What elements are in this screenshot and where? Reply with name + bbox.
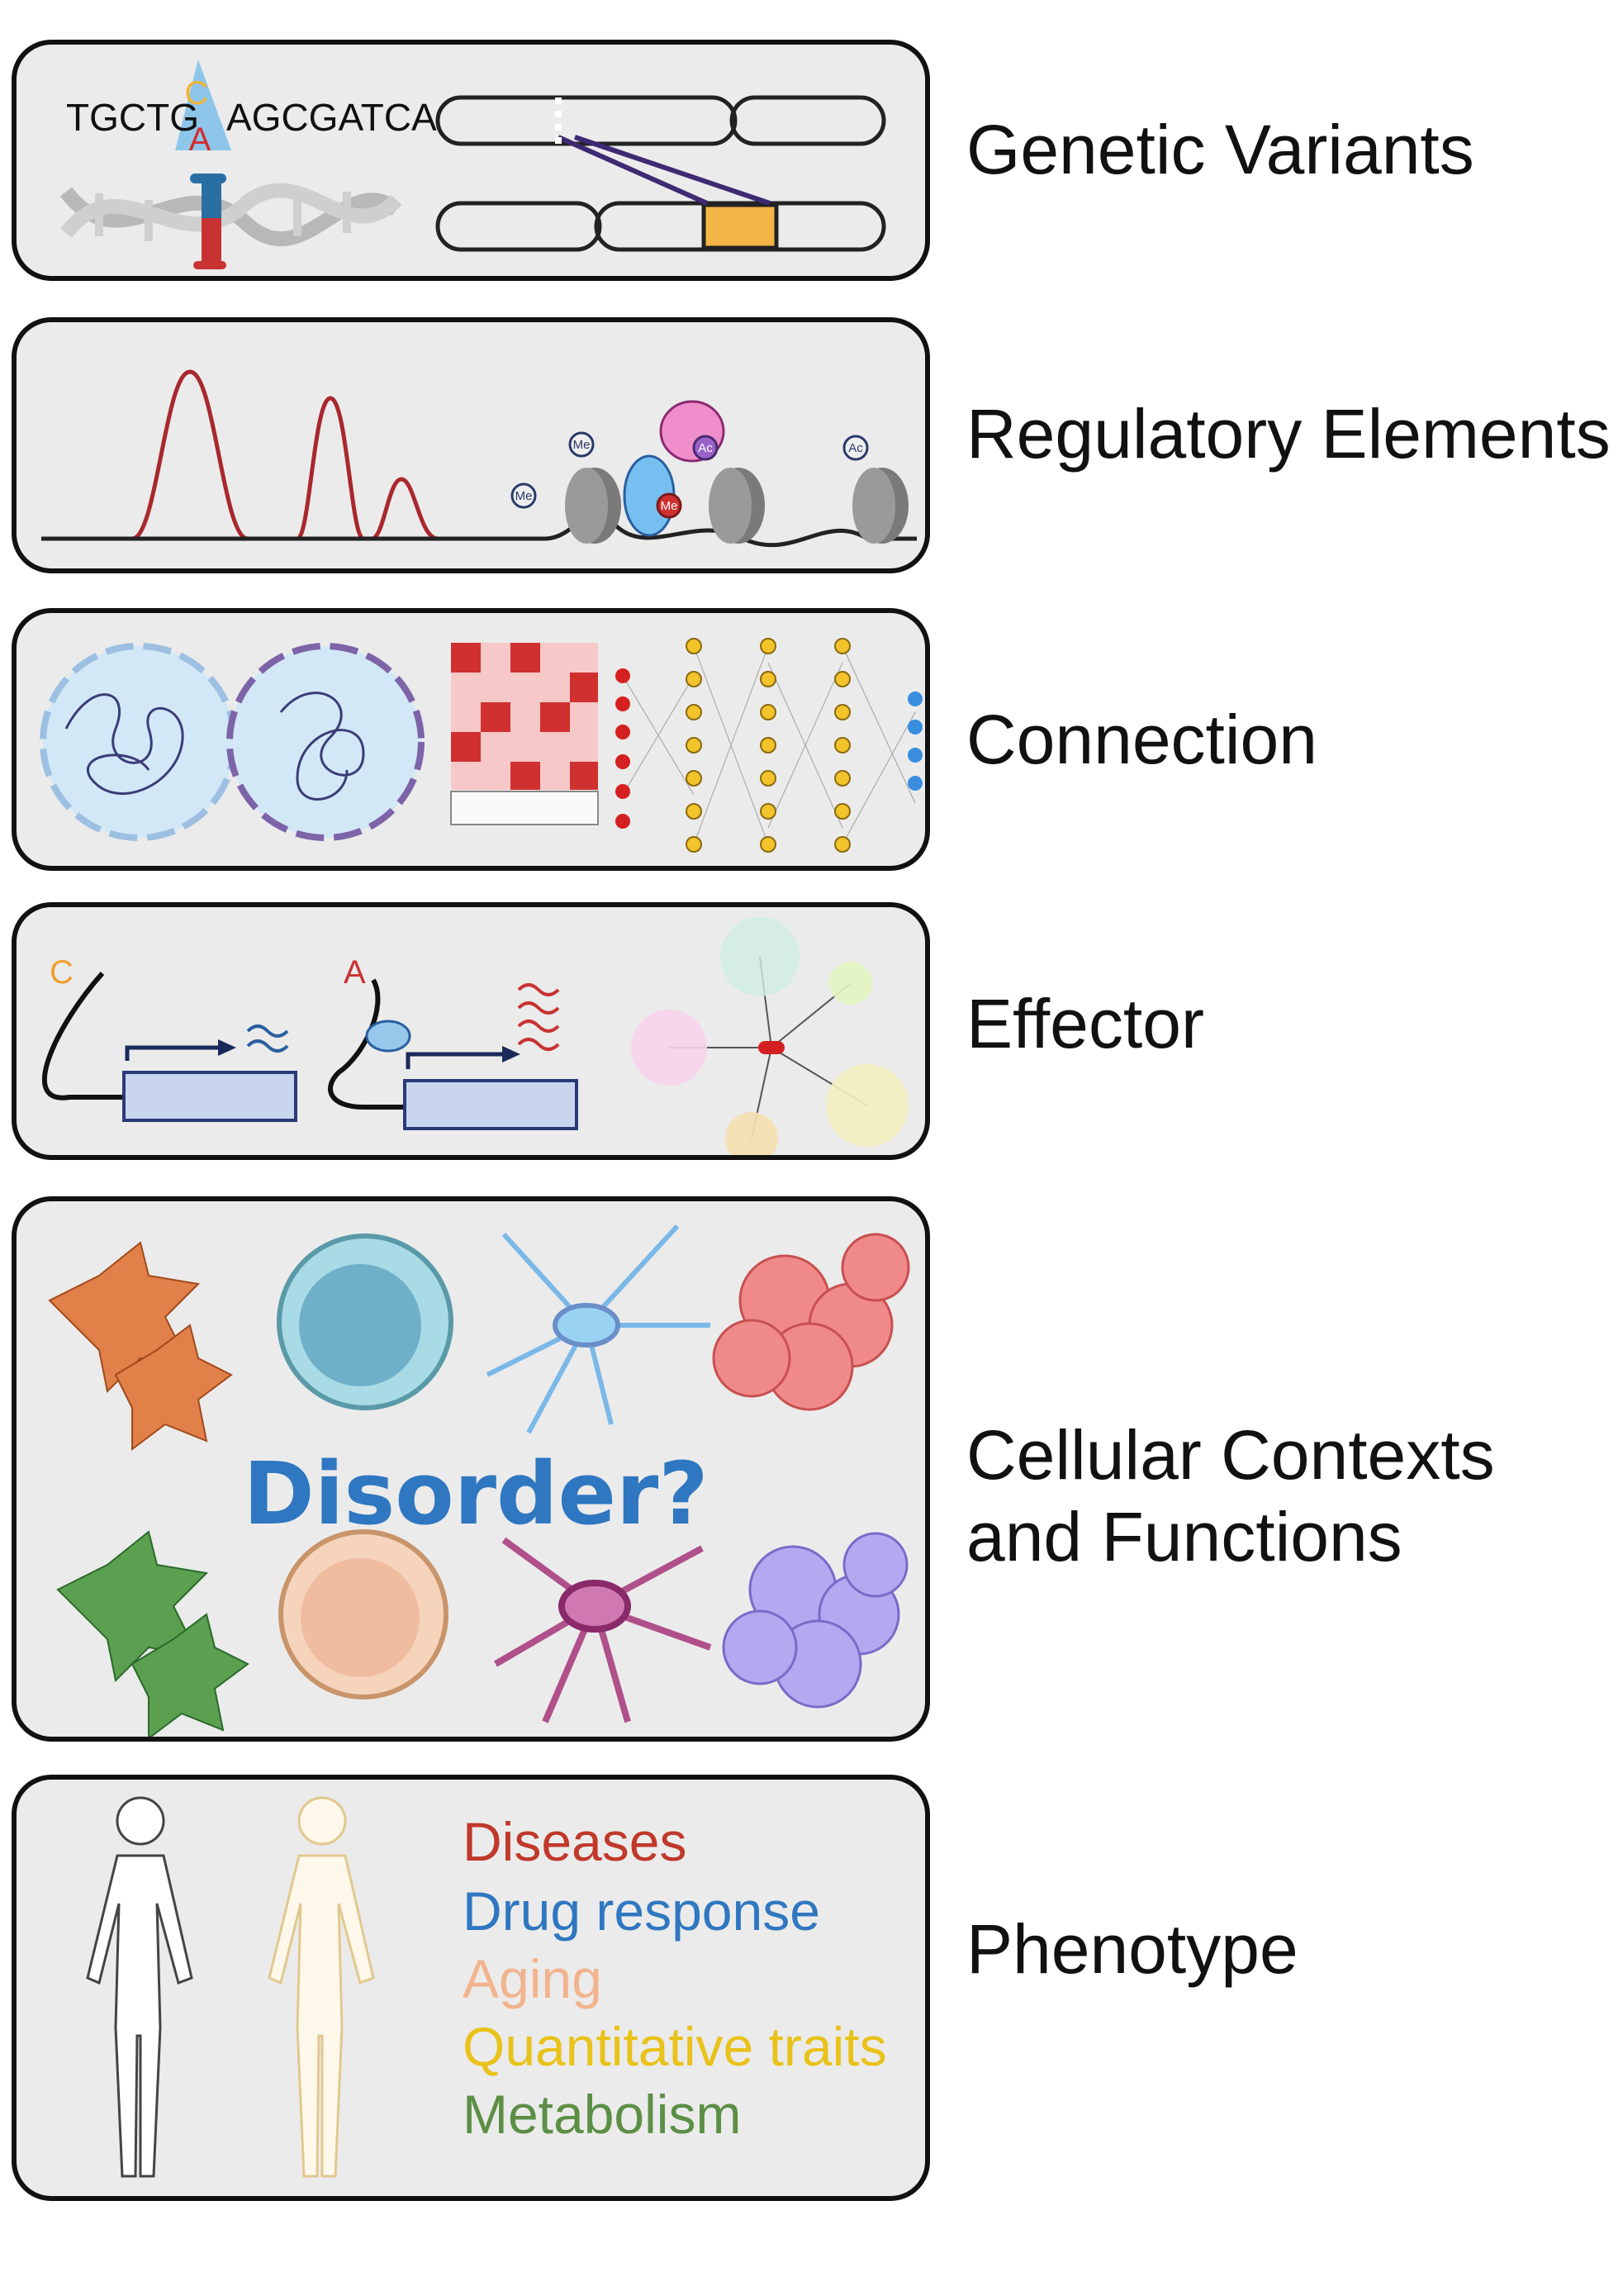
phenotype-quantitative-traits: Quantitative traits (463, 2016, 887, 2077)
lymphocyte-peach-icon (278, 1529, 448, 1699)
chromosome-icon (435, 95, 886, 252)
row-label-connection: Connection (966, 701, 1317, 778)
nucleosome-icon (565, 468, 909, 544)
disorder-label: Disorder? (243, 1443, 708, 1544)
row-label-effector: Effector (966, 985, 1204, 1062)
lymphocyte-blue-icon (277, 1234, 453, 1410)
methyl-mark-3: Me (661, 499, 678, 513)
chromatin-peaks (131, 369, 439, 541)
row-label-genetic-variants: Genetic Variants (966, 111, 1474, 188)
panel-connection (12, 608, 930, 871)
acetyl-mark-1: Ac (698, 441, 713, 455)
fibroblast-green-cluster-icon (56, 1530, 249, 1737)
gene-regulatory-network-icon (631, 917, 909, 1155)
tumor-cells-red-icon (712, 1233, 910, 1411)
nucleus-icon (40, 643, 425, 841)
regulatory-illustration: Me Me Me Ac Ac (41, 369, 917, 548)
phenotype-aging: Aging (463, 1948, 602, 2009)
gene-expression-high (328, 978, 578, 1130)
effector-allele-c: C (50, 954, 74, 991)
panel-phenotype: Diseases Drug response Aging Quantitativ… (12, 1775, 930, 2201)
phenotype-drug-response: Drug response (463, 1880, 820, 1942)
fibroblast-cluster-icon (48, 1241, 233, 1451)
ref-allele: C (185, 75, 209, 112)
gene-expression-low (42, 971, 297, 1122)
neuron-purple-icon (493, 1537, 712, 1723)
effector-allele-a: A (344, 954, 366, 991)
human-figure-white-icon (86, 1796, 193, 2178)
variant-triangle (175, 59, 231, 150)
panel-regulatory-elements: Me Me Me Ac Ac (12, 317, 930, 573)
dna-strand (41, 507, 917, 548)
tumor-cells-purple-icon (722, 1532, 909, 1709)
methyl-mark-1: Me (573, 438, 591, 452)
dna-helix-icon (59, 174, 402, 269)
effector-illustration: C A (42, 917, 909, 1155)
row-label-regulatory-elements: Regulatory Elements (966, 395, 1611, 473)
connection-illustration (40, 638, 923, 853)
panel-effector: C A (12, 902, 930, 1160)
cellular-illustration: Disorder? (48, 1224, 910, 1737)
contact-matrix-icon (450, 643, 599, 825)
phenotype-diseases: Diseases (463, 1811, 686, 1872)
alt-allele: A (189, 121, 211, 158)
methyl-mark-2: Me (515, 489, 533, 503)
human-figure-cream-icon (268, 1796, 375, 2178)
row-label-cellular-contexts: Cellular Contexts and Functions (966, 1416, 1495, 1576)
row-label-phenotype: Phenotype (966, 1910, 1298, 1988)
neural-network-icon (615, 638, 923, 853)
panel-cellular-contexts: Disorder? (12, 1196, 930, 1742)
sequence-right: AGCGATCA (226, 96, 437, 139)
acetyl-mark-2: Ac (848, 441, 863, 455)
neuron-blue-icon (486, 1224, 710, 1434)
sequence-left: TGCTG (66, 96, 199, 139)
phenotype-metabolism: Metabolism (463, 2084, 741, 2145)
phenotype-illustration: Diseases Drug response Aging Quantitativ… (86, 1796, 887, 2178)
genetic-variants-illustration: TGCTG AGCGATCA C A (59, 59, 886, 269)
panel-genetic-variants: TGCTG AGCGATCA C A (12, 40, 930, 281)
